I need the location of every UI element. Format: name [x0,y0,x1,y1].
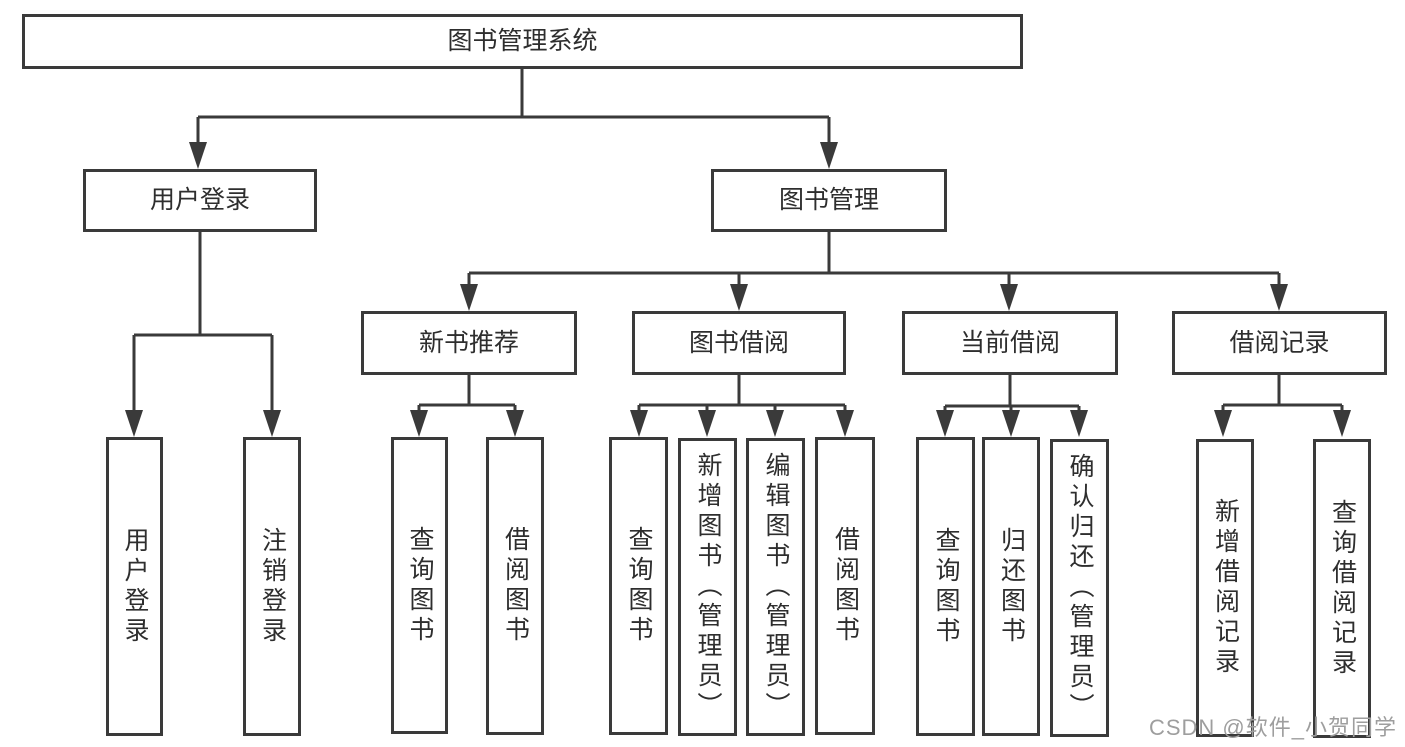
leaf-query-borrow-record: 查询借阅记录 [1313,439,1371,738]
node-root-label: 图书管理系统 [447,27,598,55]
leaf-add-borrow-record-label: 新增借阅记录 [1211,498,1240,678]
arrow-down-icon [630,410,648,437]
edge-borrowrecord-to-leaves [1221,375,1344,415]
node-book-management: 图书管理 [711,169,947,232]
arrow-down-icon [506,410,524,437]
node-new-book-recommend-label: 新书推荐 [418,328,519,357]
node-current-borrow-label: 当前借阅 [959,328,1060,357]
node-user-login: 用户登录 [83,169,317,232]
arrow-down-icon [460,284,478,311]
leaf-confirm-return-admin-label: 确认归还（管理员） [1066,453,1094,723]
edge-currentborrow-to-leaves [943,375,1081,415]
leaf-query-book-1-label: 查询图书 [406,525,434,646]
leaf-borrow-book-2-label: 借阅图书 [831,526,860,646]
arrow-down-icon [820,142,838,169]
leaf-add-book-admin-label: 新增图书（管理员） [694,452,722,722]
node-current-borrow: 当前借阅 [902,311,1118,375]
node-borrow-record: 借阅记录 [1172,311,1387,375]
arrow-down-icon [1002,410,1020,437]
edge-root-to-level2 [196,69,831,147]
leaf-query-book-3: 查询图书 [916,437,975,736]
leaf-query-book-2-label: 查询图书 [625,526,653,646]
leaf-return-book-label: 归还图书 [997,526,1026,647]
arrow-down-icon [125,410,143,437]
leaf-edit-book-admin: 编辑图书（管理员） [746,438,805,736]
arrow-down-icon [936,410,954,437]
leaf-user-login: 用户登录 [106,437,163,736]
node-book-management-label: 图书管理 [778,186,879,214]
node-book-borrow-label: 图书借阅 [688,328,789,357]
leaf-add-book-admin: 新增图书（管理员） [678,438,737,736]
arrow-down-icon [189,142,207,169]
leaf-add-borrow-record: 新增借阅记录 [1196,439,1254,737]
leaf-logout-label: 注销登录 [258,526,287,647]
arrow-down-icon [1070,410,1088,437]
leaf-borrow-book-2: 借阅图书 [815,437,875,735]
edge-bookmgmt-to-level3 [467,232,1281,290]
node-new-book-recommend: 新书推荐 [361,311,577,375]
arrow-down-icon [410,410,428,437]
leaf-edit-book-admin-label: 编辑图书（管理员） [762,452,790,722]
arrow-down-icon [263,410,281,437]
leaf-borrow-book-1-label: 借阅图书 [501,526,530,646]
edge-bookborrow-to-leaves [637,375,847,415]
leaf-user-login-label: 用户登录 [121,526,149,647]
arrow-down-icon [730,284,748,311]
edge-userlogin-to-leaves [132,232,274,415]
csdn-watermark: CSDN @软件_小贺同学 [1148,715,1397,740]
leaf-confirm-return-admin: 确认归还（管理员） [1050,439,1109,737]
node-user-login-label: 用户登录 [149,186,250,214]
leaf-borrow-book-1: 借阅图书 [486,437,544,735]
leaf-query-borrow-record-label: 查询借阅记录 [1328,498,1357,679]
leaf-query-book-2: 查询图书 [609,437,668,735]
arrow-down-icon [766,410,784,437]
edge-newbook-to-leaves [417,375,517,415]
arrowhead-icons [125,142,1351,437]
arrow-down-icon [1333,410,1351,437]
arrow-down-icon [1000,284,1018,311]
node-root: 图书管理系统 [22,14,1023,69]
leaf-query-book-3-label: 查询图书 [932,526,960,647]
arrow-down-icon [1214,410,1232,437]
node-borrow-record-label: 借阅记录 [1229,328,1330,357]
arrow-down-icon [698,410,716,437]
arrow-down-icon [1270,284,1288,311]
leaf-logout: 注销登录 [243,437,301,736]
leaf-return-book: 归还图书 [982,437,1040,736]
node-book-borrow: 图书借阅 [632,311,846,375]
leaf-query-book-1: 查询图书 [391,437,448,734]
arrow-down-icon [836,410,854,437]
